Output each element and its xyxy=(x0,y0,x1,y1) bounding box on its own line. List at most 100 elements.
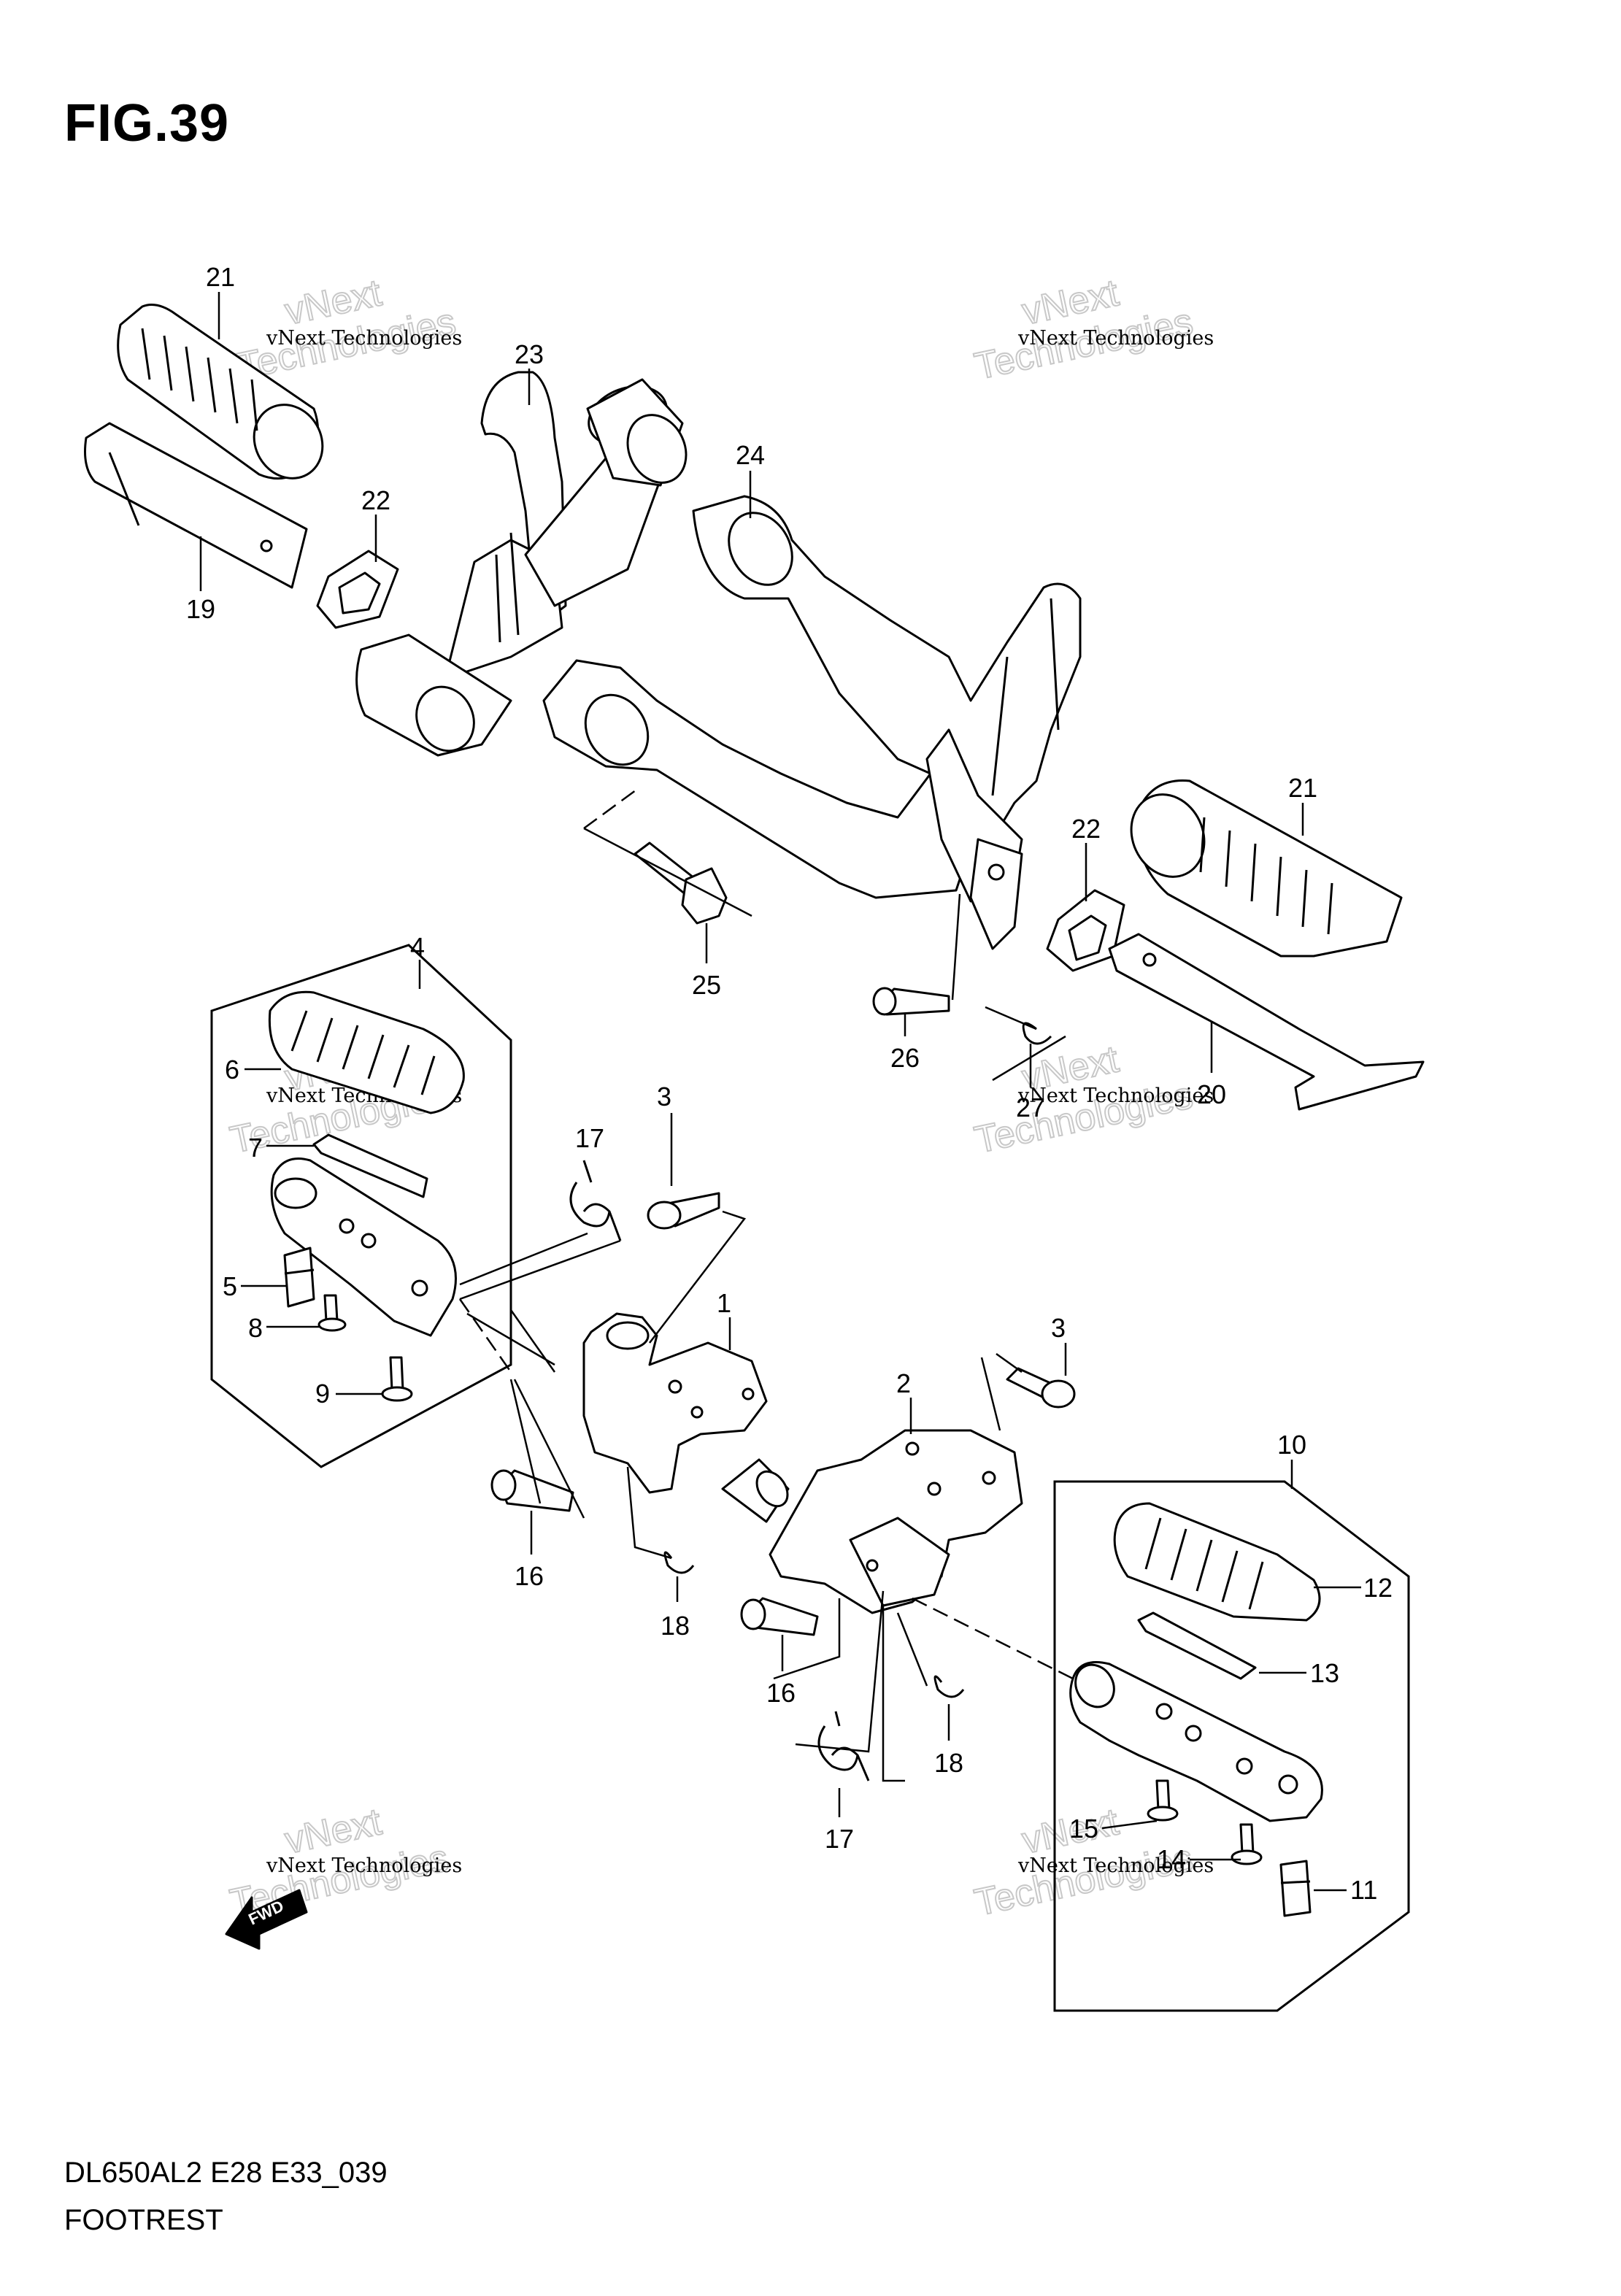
part-27-clip xyxy=(1022,1022,1052,1045)
svg-text:22: 22 xyxy=(1071,814,1101,844)
svg-text:23: 23 xyxy=(515,339,544,369)
figure-title: FIG.39 xyxy=(64,94,230,153)
callout-6: 6 xyxy=(225,1055,281,1085)
part-9-screw xyxy=(381,1356,413,1402)
part-16-pin-right xyxy=(740,1597,819,1636)
part-17-spring-lower xyxy=(817,1711,870,1781)
callout-1: 1 xyxy=(717,1288,731,1350)
part-1-bracket xyxy=(582,1312,790,1523)
svg-text:10: 10 xyxy=(1277,1430,1306,1460)
callout-20: 20 xyxy=(1197,1022,1226,1109)
part-11-bolt xyxy=(1279,1860,1312,1917)
svg-text:vNext Technologies: vNext Technologies xyxy=(266,327,462,350)
part-3-bolt-right xyxy=(1006,1367,1076,1409)
callout-10: 10 xyxy=(1277,1430,1306,1489)
callout-8: 8 xyxy=(248,1313,319,1343)
svg-text:1: 1 xyxy=(717,1288,731,1318)
part-5-bolt xyxy=(283,1247,315,1308)
svg-text:27: 27 xyxy=(1016,1093,1045,1122)
svg-text:2: 2 xyxy=(896,1368,911,1398)
callouts: 21 23 22 19 24 21 22 25 26 20 27 4 6 7 5… xyxy=(186,262,1393,1905)
svg-text:3: 3 xyxy=(657,1082,671,1112)
svg-text:vNext Technologies: vNext Technologies xyxy=(1017,1085,1214,1107)
part-16-pin-left xyxy=(490,1469,574,1512)
callout-21-left: 21 xyxy=(206,262,235,339)
svg-text:16: 16 xyxy=(766,1678,796,1708)
callout-19: 19 xyxy=(186,536,215,624)
callout-16-left: 16 xyxy=(515,1511,544,1591)
callout-17-upper: 17 xyxy=(575,1123,604,1153)
box-part-4-assembly xyxy=(210,944,512,1468)
callout-26: 26 xyxy=(890,1014,920,1073)
svg-text:25: 25 xyxy=(692,970,721,1000)
part-2-bracket xyxy=(769,1429,1023,1614)
svg-text:16: 16 xyxy=(515,1561,544,1591)
svg-text:vNext Technologies: vNext Technologies xyxy=(266,1854,462,1877)
watermark-1: Technologies vNext vNext Technologies xyxy=(233,271,462,388)
upper-assembly-lines xyxy=(583,787,1066,1082)
svg-text:19: 19 xyxy=(186,594,215,624)
part-21-right-footrest-rubber xyxy=(1130,779,1403,958)
callout-24: 24 xyxy=(736,440,765,518)
part-14-screw xyxy=(1231,1823,1263,1865)
part-3-bolt-left xyxy=(647,1192,720,1230)
svg-text:17: 17 xyxy=(825,1824,854,1854)
part-17-spring-upper xyxy=(569,1160,622,1241)
svg-text:26: 26 xyxy=(890,1043,920,1073)
part-13-plate xyxy=(1137,1611,1257,1680)
callout-4: 4 xyxy=(410,932,425,989)
callout-7: 7 xyxy=(248,1133,314,1163)
callout-15: 15 xyxy=(1069,1814,1158,1844)
svg-text:17: 17 xyxy=(575,1123,604,1153)
callout-2: 2 xyxy=(896,1368,912,1434)
callout-18-right: 18 xyxy=(934,1704,963,1778)
fwd-direction-arrow: FWD xyxy=(225,1889,308,1950)
svg-text:13: 13 xyxy=(1310,1658,1339,1688)
part-22-left-washer xyxy=(316,550,399,629)
section-name-label: FOOTREST xyxy=(64,2204,223,2236)
box-part-10-assembly xyxy=(1053,1480,1410,2012)
callout-13: 13 xyxy=(1259,1658,1339,1688)
svg-text:14: 14 xyxy=(1157,1844,1186,1874)
svg-text:vNext Technologies: vNext Technologies xyxy=(1017,327,1214,350)
part-19-left-footrest-plate xyxy=(84,422,308,589)
callout-3-left: 3 xyxy=(657,1082,673,1186)
callout-16-right: 16 xyxy=(766,1635,796,1708)
part-18-clip-left xyxy=(663,1551,695,1574)
part-23-footrest-bracket xyxy=(355,371,688,757)
svg-text:18: 18 xyxy=(934,1748,963,1778)
part-21-left-footrest-rubber xyxy=(117,304,324,480)
callout-17-lower: 17 xyxy=(825,1788,854,1854)
part-10-footpeg-body xyxy=(1069,1661,1323,1822)
watermark-2: Technologies vNext vNext Technologies xyxy=(970,271,1214,388)
callout-23: 23 xyxy=(515,339,544,405)
callout-18-left: 18 xyxy=(661,1576,690,1641)
callout-27: 27 xyxy=(1016,1044,1045,1122)
callout-22-right: 22 xyxy=(1071,814,1101,901)
svg-text:20: 20 xyxy=(1197,1079,1226,1109)
callout-21-right: 21 xyxy=(1288,773,1317,836)
callout-3-right: 3 xyxy=(1051,1313,1067,1376)
svg-text:11: 11 xyxy=(1350,1875,1377,1905)
svg-text:vNext Technologies: vNext Technologies xyxy=(1017,1854,1214,1877)
svg-text:3: 3 xyxy=(1051,1313,1066,1343)
svg-text:12: 12 xyxy=(1363,1573,1393,1603)
part-4-footpeg-body xyxy=(270,1157,457,1337)
model-code-label: DL650AL2 E28 E33_039 xyxy=(64,2157,388,2189)
callout-9: 9 xyxy=(315,1379,383,1409)
svg-text:6: 6 xyxy=(225,1055,239,1085)
part-12-footpeg-rubber xyxy=(1113,1502,1321,1622)
svg-text:9: 9 xyxy=(315,1379,330,1409)
lower-assembly-lines xyxy=(458,1210,1074,1782)
part-25-bolt xyxy=(634,841,728,925)
part-6-footpeg-rubber xyxy=(268,990,465,1114)
svg-text:7: 7 xyxy=(248,1133,263,1163)
part-7-plate xyxy=(312,1133,428,1198)
part-8-screw xyxy=(317,1294,347,1332)
callout-25: 25 xyxy=(692,923,721,1000)
svg-text:15: 15 xyxy=(1069,1814,1098,1844)
part-18-clip-right xyxy=(933,1675,965,1698)
callout-5: 5 xyxy=(223,1271,286,1301)
watermark-4: Technologies vNext vNext Technologies xyxy=(970,1037,1214,1162)
